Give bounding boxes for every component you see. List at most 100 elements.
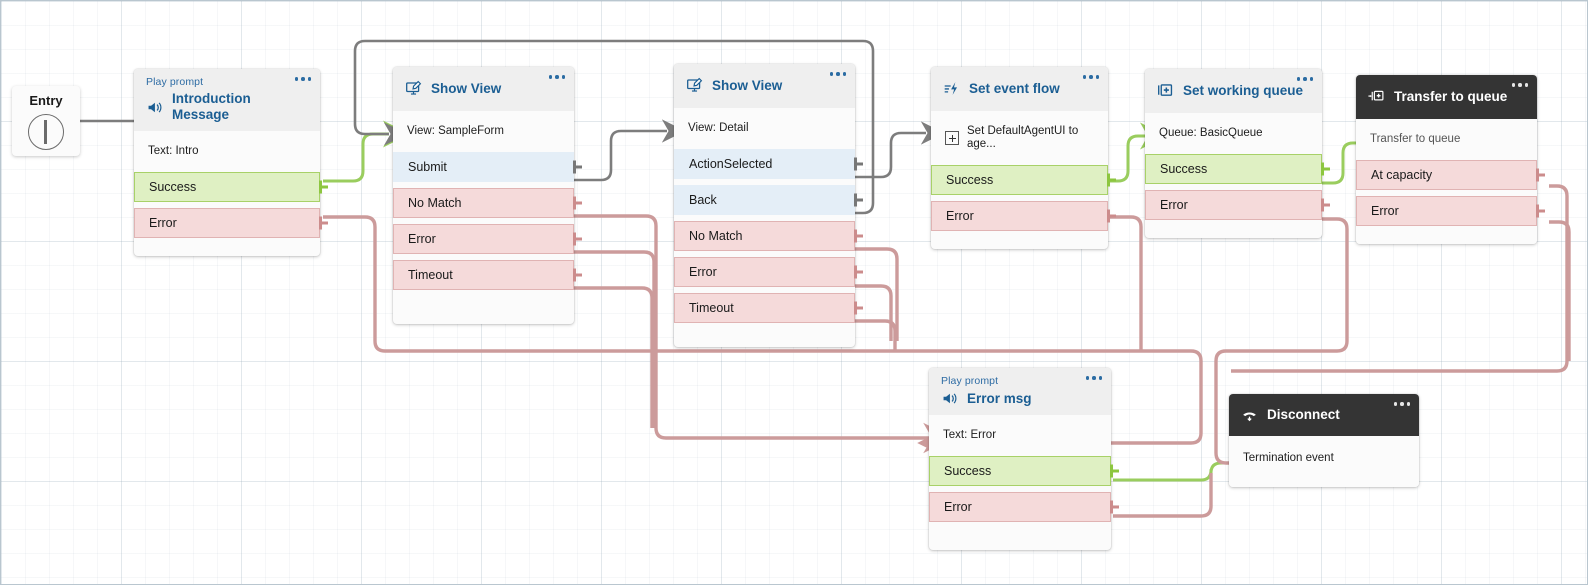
entry-node[interactable]: Entry: [12, 86, 80, 156]
disconnect-phone-icon: [1243, 412, 1256, 422]
node-subline: View: SampleForm: [393, 111, 574, 152]
port-label: Error: [944, 500, 972, 514]
node-introduction-message[interactable]: Play prompt Introduction Message Text: I…: [134, 69, 328, 256]
port-at-capacity[interactable]: At capacity: [1356, 160, 1545, 190]
port-submit[interactable]: Submit: [393, 152, 582, 182]
port-label: Back: [689, 193, 717, 207]
port-success[interactable]: Success: [1145, 154, 1330, 184]
node-menu-icon[interactable]: [1511, 83, 1528, 87]
port-connector-stub[interactable]: [854, 229, 863, 243]
node-header: Transfer to queue: [1356, 75, 1537, 119]
wire-errormsg-success-to-disconnect: [1113, 449, 1260, 482]
port-error[interactable]: Error: [1145, 190, 1330, 220]
port-no-match[interactable]: No Match: [393, 188, 582, 218]
port-connector-stub[interactable]: [1110, 500, 1119, 514]
port-label: Error: [149, 216, 177, 230]
port-error[interactable]: Error: [929, 492, 1119, 522]
port-connector-stub[interactable]: [1536, 204, 1545, 218]
node-title: Error msg: [967, 390, 1032, 406]
port-connector-stub[interactable]: [573, 268, 582, 282]
wire-errormsg-error-to-disconnect: [1113, 473, 1213, 518]
wire-eventflow-error-to-disconnect: [1108, 215, 1143, 351]
node-title-row: Introduction Message: [146, 91, 310, 123]
node-title-row: Error msg: [941, 390, 1101, 407]
port-error[interactable]: Error: [674, 257, 863, 287]
node-set-working-queue[interactable]: Set working queue Queue: BasicQueue Succ…: [1145, 69, 1330, 238]
plus-icon[interactable]: [945, 131, 959, 145]
node-header: Set working queue: [1145, 69, 1322, 113]
port-label: Error: [408, 232, 436, 246]
node-title-row: Set working queue: [1157, 82, 1312, 99]
node-title-row: Transfer to queue: [1368, 88, 1527, 105]
port-error[interactable]: Error: [1356, 196, 1545, 226]
port-connector-stub[interactable]: [573, 196, 582, 210]
port-connector-stub[interactable]: [854, 157, 863, 171]
node-kicker: Play prompt: [941, 375, 999, 387]
wire-sampleform-timeout-to-errormsg: [574, 286, 654, 428]
port-success[interactable]: Success: [929, 456, 1119, 486]
port-connector-stub[interactable]: [1110, 464, 1119, 478]
port-label: Success: [1160, 162, 1208, 176]
port-connector-stub[interactable]: [1107, 209, 1116, 223]
node-ports: Success Error: [929, 456, 1119, 528]
node-show-view-sampleform[interactable]: Show View View: SampleForm Submit No Mat…: [393, 67, 582, 324]
port-connector-stub[interactable]: [573, 232, 582, 246]
port-timeout[interactable]: Timeout: [393, 260, 582, 290]
port-connector-stub[interactable]: [1321, 198, 1330, 212]
node-set-event-flow[interactable]: Set event flow Set DefaultAgentUI to age…: [931, 67, 1116, 249]
port-connector-stub[interactable]: [854, 193, 863, 207]
port-back[interactable]: Back: [674, 185, 863, 215]
node-title: Introduction Message: [172, 91, 251, 122]
wire-detail-timeout-to-errormsg: [852, 319, 897, 351]
port-connector-stub[interactable]: [319, 180, 328, 194]
node-ports: Submit No Match Error Timeout: [393, 152, 582, 296]
node-menu-icon[interactable]: [1296, 77, 1313, 81]
port-connector-stub[interactable]: [1321, 162, 1330, 176]
port-label: Submit: [408, 160, 447, 174]
port-connector-stub[interactable]: [1536, 168, 1545, 182]
wire-actionselected-to-eventflow: [852, 121, 945, 179]
node-transfer-to-queue[interactable]: Transfer to queue Transfer to queue At c…: [1356, 75, 1545, 244]
node-subline-text: Text: Intro: [148, 145, 199, 157]
node-error-msg[interactable]: Play prompt Error msg Text: Error Succes…: [929, 368, 1119, 550]
port-no-match[interactable]: No Match: [674, 221, 863, 251]
node-subline-text: Queue: BasicQueue: [1159, 127, 1263, 139]
port-error[interactable]: Error: [393, 224, 582, 254]
node-menu-icon[interactable]: [548, 75, 565, 79]
port-connector-stub[interactable]: [854, 301, 863, 315]
node-title-row: Show View: [686, 77, 845, 94]
node-title: Show View: [712, 77, 783, 93]
wire-transfer-error-to-disconnect: [1549, 220, 1571, 361]
node-header: Play prompt Introduction Message: [134, 69, 320, 131]
node-menu-icon[interactable]: [1082, 75, 1099, 79]
node-menu-icon[interactable]: [1393, 402, 1410, 406]
port-label: Timeout: [689, 301, 734, 315]
port-label: ActionSelected: [689, 157, 773, 171]
node-menu-icon[interactable]: [1085, 376, 1102, 380]
node-menu-icon[interactable]: [294, 77, 311, 81]
node-subline-text: Transfer to queue: [1370, 133, 1461, 145]
port-action-selected[interactable]: ActionSelected: [674, 149, 863, 179]
node-header: Disconnect: [1229, 394, 1419, 436]
transfer-queue-icon: [1368, 90, 1384, 101]
node-subline-text: View: SampleForm: [407, 125, 504, 137]
port-error[interactable]: Error: [931, 201, 1116, 231]
port-success[interactable]: Success: [931, 165, 1116, 195]
port-label: Success: [946, 173, 994, 187]
node-disconnect[interactable]: Disconnect Termination event: [1229, 394, 1419, 487]
port-error[interactable]: Error: [134, 208, 328, 238]
port-connector-stub[interactable]: [1107, 173, 1116, 187]
node-show-view-detail[interactable]: Show View View: Detail ActionSelected Ba…: [674, 64, 863, 347]
port-connector-stub[interactable]: [573, 160, 582, 174]
node-menu-icon[interactable]: [829, 72, 846, 76]
port-success[interactable]: Success: [134, 172, 328, 202]
monitor-pencil-icon: [406, 80, 422, 95]
node-title-row: Disconnect: [1241, 406, 1409, 423]
port-label: Success: [149, 180, 197, 194]
port-connector-stub[interactable]: [854, 265, 863, 279]
port-timeout[interactable]: Timeout: [674, 293, 863, 323]
port-label: Error: [1371, 204, 1399, 218]
port-connector-stub[interactable]: [319, 216, 328, 230]
node-title-row: Show View: [405, 80, 564, 97]
